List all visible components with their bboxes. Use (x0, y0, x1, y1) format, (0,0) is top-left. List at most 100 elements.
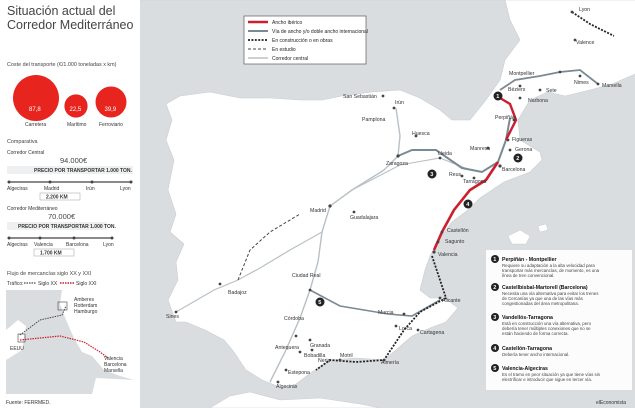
svg-text:Lyon: Lyon (103, 242, 114, 248)
svg-text:Necesita una vía alternativa p: Necesita una vía alternativa para evitar… (502, 291, 599, 296)
central-comparison: Corredor Central 94.000€ PRECIO POR TRAN… (7, 150, 133, 201)
svg-text:Madrid: Madrid (44, 186, 60, 192)
svg-text:1: 1 (493, 257, 496, 263)
svg-text:Algeciras: Algeciras (7, 186, 28, 192)
label-nimes: Nimes (574, 80, 589, 86)
zaragoza-barcelona-intl-line (397, 149, 499, 174)
marker-3[interactable]: 3 (427, 169, 437, 179)
svg-text:3: 3 (430, 172, 433, 178)
iberian-gauge-coastal-line (432, 161, 500, 251)
svg-text:electrificar e introducir que: electrificar e introducir que sigue en t… (502, 377, 592, 382)
label-huesca: Huesca (412, 131, 430, 137)
narbonne-marseille-intl-line (499, 69, 599, 91)
med-price-note: PRECIO POR TRANSPORTAR 1.000 TON. (18, 224, 116, 230)
label-montpellier: Montpellier (509, 71, 535, 77)
note-1: 1 Perpiñán - Montpellier Requiere su ada… (491, 255, 600, 278)
svg-text:transportar más mercancías, de: transportar más mercancías, de momento, … (502, 268, 600, 273)
note-2: 2 Castellbisbal-Martorell (Barcelona) Ne… (491, 283, 599, 306)
label-irun: Irún (395, 100, 404, 106)
label-reus: Reus (449, 172, 462, 178)
label-lyon: Lyon (579, 7, 590, 13)
construction-line-south (315, 255, 448, 371)
svg-text:Irún: Irún (86, 186, 95, 192)
marker-1[interactable]: 1 (493, 91, 503, 101)
label-sagunto: Sagunto (445, 239, 464, 245)
label-narbona: Narbona (528, 98, 548, 104)
marker-2[interactable]: 2 (513, 153, 523, 163)
label-zaragoza: Zaragoza (386, 161, 408, 167)
svg-text:congestionadas del área metrop: congestionadas del área metropolitana. (502, 301, 579, 306)
svg-text:2: 2 (493, 285, 496, 291)
label-algeciras: Algeciras (276, 384, 298, 390)
bubble-ferroviario-value: 39,9 (105, 107, 117, 113)
legend: Ancho ibérico Vía de ancho y/o doble anc… (243, 15, 368, 65)
label-nerja: Nerja (318, 358, 331, 364)
page-title: Situación actual del Corredor Mediterrán… (7, 4, 134, 32)
label-valencia: Valencia (438, 252, 458, 258)
central-distance: 2.200 KM (46, 195, 68, 201)
note-5: 5 Valencia-Algeciras Es el tramo en peor… (491, 364, 601, 382)
svg-text:están haciendo de forma correc: están haciendo de forma correcta. (502, 331, 569, 336)
svg-text:Hamburgo: Hamburgo (74, 309, 98, 315)
bubble-carretera-value: 87,8 (29, 107, 41, 113)
flow-title: Flujo de mercancías siglo XX y XXI (7, 271, 91, 277)
city-labels: Lyon Valence Montpellier Nimes Marsella … (166, 7, 622, 390)
svg-text:5: 5 (493, 366, 496, 372)
label-murcia: Murcia (378, 310, 394, 316)
central-corridor-line (269, 107, 401, 383)
label-sansebastian: San Sebastián (343, 94, 377, 100)
svg-text:Amberes: Amberes (74, 297, 95, 303)
mediterranean-comparison: Corredor Mediterráneo 70.000€ PRECIO POR… (7, 206, 116, 257)
label-antequera: Antequera (275, 345, 299, 351)
svg-text:Rotterdam: Rotterdam (74, 303, 97, 309)
bubble-label-ferroviario: Ferroviario (99, 122, 123, 128)
marker-5[interactable]: 5 (315, 297, 325, 307)
svg-text:Lyon: Lyon (120, 186, 131, 192)
label-pamplona: Pamplona (362, 117, 385, 123)
label-almeria: Almería (381, 360, 399, 366)
svg-text:5: 5 (318, 300, 321, 306)
svg-text:3: 3 (493, 315, 496, 321)
central-price: 94.000€ (60, 156, 88, 165)
svg-text:Valencia-Algeciras: Valencia-Algeciras (502, 366, 548, 372)
comparison-title: Comparativa (7, 139, 38, 145)
svg-text:Valencia: Valencia (34, 242, 53, 248)
land-africa (209, 391, 381, 408)
label-beziers: Béziers (508, 87, 526, 93)
note-3: 3 Vandellós-Tarragona Está en construcci… (491, 313, 592, 336)
svg-text:Algeciras: Algeciras (7, 242, 28, 248)
legend-item-1: Vía de ancho y/o doble ancho internacion… (272, 29, 368, 35)
label-cartagena: Cartagena (420, 330, 444, 336)
label-guadalajara: Guadalajara (350, 215, 378, 221)
label-bobadilla: Bobadilla (304, 353, 325, 359)
label-marsella: Marsella (602, 83, 622, 89)
western-line (175, 231, 323, 313)
bubble-label-carretera: Carretera (25, 122, 46, 128)
label-motril: Motril (340, 353, 353, 359)
svg-text:Corredor Mediterráneo: Corredor Mediterráneo (7, 206, 58, 212)
label-alicante: Alicante (442, 298, 461, 304)
bubble-carretera (13, 75, 59, 121)
island-menorca (537, 223, 549, 233)
legend-item-2: En construcción o en obras (272, 38, 333, 44)
bubble-maritimo (64, 94, 88, 118)
label-lleida: Lleida (438, 151, 452, 157)
svg-text:Requiere su adaptación a la al: Requiere su adaptación a la alta velocid… (502, 263, 595, 268)
svg-text:Castellbisbal-Martorell (Barce: Castellbisbal-Martorell (Barcelona) (502, 285, 588, 291)
svg-text:Tráfico:: Tráfico: (7, 281, 23, 287)
svg-text:Siglo XXI: Siglo XXI (76, 281, 97, 287)
label-lorca: Lorca (399, 326, 412, 332)
study-line-west (237, 213, 301, 281)
credit-text: elEconomista (596, 400, 626, 406)
label-gerona: Gerona (515, 147, 532, 153)
svg-text:Barcelona: Barcelona (104, 362, 127, 368)
flow-map: Amberes Rotterdam Hamburgo EEUU Valencia… (6, 290, 134, 394)
svg-text:de Cercanías ya que una de las: de Cercanías ya que una de las vías más (502, 296, 584, 301)
construction-line-lyon (571, 11, 615, 37)
land-iberia-france (140, 0, 635, 389)
label-valence: Valence (576, 40, 594, 46)
svg-text:Debería tener ancho internacio: Debería tener ancho internacional. (502, 352, 569, 357)
marker-4[interactable]: 4 (463, 199, 473, 209)
